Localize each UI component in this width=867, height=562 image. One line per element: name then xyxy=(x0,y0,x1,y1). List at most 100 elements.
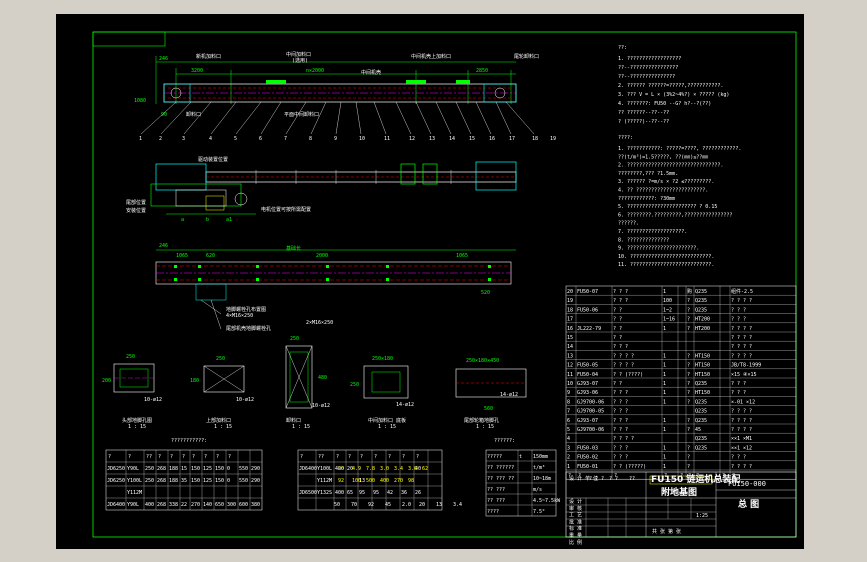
table-a-cell: 338 xyxy=(169,502,178,508)
table-a-cell: 150 xyxy=(215,466,224,472)
table-a-cell: JD6250 xyxy=(107,466,125,472)
bom-cell: ? xyxy=(687,464,690,470)
sec3-dim-side: 480 xyxy=(318,375,327,381)
bom-cell: 19 xyxy=(567,298,573,304)
table-c-cell: 10~18m xyxy=(533,476,551,482)
table-b-extra: 400 xyxy=(380,478,389,484)
table-a-cell: 250 xyxy=(145,478,154,484)
drawing-sheet: 246 3200 n×2000 2850 1080 90 新机加料口 中间加料口… xyxy=(56,14,804,549)
table-b-extra: 3.0 xyxy=(380,466,389,472)
table-a-cell: 0 xyxy=(227,466,230,472)
table-a-header: ? xyxy=(192,454,195,460)
note-line: 4. ?? ???????????????????????. xyxy=(618,188,708,194)
bom-cell: Q235 xyxy=(695,445,707,451)
bom-cell: GJ93-07 xyxy=(577,381,598,387)
bom-cell: 1 xyxy=(663,381,666,387)
table-c-cell: ?? ??? xyxy=(487,498,505,504)
table-b-extra: 3.6 xyxy=(408,466,417,472)
bom-cell: ? ? ? xyxy=(731,381,746,387)
table-c-cell: 7.5° xyxy=(533,509,545,515)
table-a-cell: 290 xyxy=(251,466,260,472)
bom-cell: GJ9700-06 xyxy=(577,427,604,433)
bom-cell: Q235 xyxy=(695,381,707,387)
bom-cell: ? ? ? xyxy=(613,418,628,424)
title-block-small: ? ? ? xyxy=(589,476,604,482)
sec3-scale: 1 : 15 xyxy=(292,424,310,430)
table-a-cell: 550 xyxy=(239,466,248,472)
bom-cell: 17 xyxy=(567,317,573,323)
table-c-cell: 150mm xyxy=(533,454,548,460)
table-a-cell: 650 xyxy=(215,502,224,508)
table-b-header: ?? xyxy=(318,454,324,460)
bom-cell: 购 xyxy=(687,288,692,295)
bom-cell: 1 xyxy=(663,418,666,424)
table-b-extra: 92 xyxy=(368,502,374,508)
sec1-dim-side: 200 xyxy=(102,378,111,384)
table-b-header: ? xyxy=(300,454,303,460)
bom-cell: 4 xyxy=(567,436,570,442)
table-b-cell: 20 xyxy=(347,466,353,472)
table-a-header: ? xyxy=(158,454,161,460)
bom-cell: ? ? xyxy=(613,381,622,387)
note-line: 5. ??????????????????????? ? 0.15 xyxy=(618,204,717,210)
note-line: 3. ??? V = L × (3%2~4%?) × ????? (kg) xyxy=(618,92,729,98)
bom-cell: ? xyxy=(687,399,690,405)
table-a-cell: 150 xyxy=(215,478,224,484)
table-c-cell: m/s xyxy=(533,487,542,493)
bom-cell: 1 xyxy=(663,289,666,295)
part-number: 19 xyxy=(550,136,556,142)
part-number: 14 xyxy=(449,136,455,142)
drawing-title-bottom: 附地基图 xyxy=(661,486,697,498)
title-block-label: 批 准 xyxy=(569,518,582,525)
label-side: 尾轮卸料口 xyxy=(514,53,539,60)
bom-cell: ? ? ? xyxy=(613,409,628,415)
notes2-heading: ????: xyxy=(618,135,633,141)
note-line: ??--??????????????? xyxy=(618,74,675,80)
table-c-cell: 4.5~7.5kW xyxy=(533,498,561,504)
bom-cell: ? ? ? xyxy=(613,427,628,433)
bom-cell: 2 xyxy=(567,455,570,461)
bom-cell: Q235 xyxy=(695,409,707,415)
table-b-header: ? xyxy=(402,454,405,460)
table-c-cell: ?? ??? ?? xyxy=(487,476,514,482)
bom-cell: ? ? (?????) xyxy=(613,464,646,470)
table-a-cell: Y100L xyxy=(127,478,142,484)
bom-cell: 12 xyxy=(567,363,573,369)
bom-cell: 3 xyxy=(567,445,570,451)
part-number: 1 xyxy=(139,136,142,142)
bom-cell: 组件-2.5 xyxy=(731,288,753,295)
table-b-cell: JD6500 xyxy=(299,490,317,496)
table-a-cell: 150 xyxy=(191,478,200,484)
sec1-dim-top: 250 xyxy=(126,354,135,360)
note-line: ????????,??? ?1.5mm. xyxy=(618,171,678,177)
bom-cell: ? xyxy=(687,427,690,433)
table-a-cell: JD6400 xyxy=(107,502,125,508)
sec4-scale: 1 : 15 xyxy=(378,424,396,430)
note-line: 7. ???????????????????. xyxy=(618,229,687,235)
bom-cell: 15 xyxy=(567,335,573,341)
bom-cell: 1 xyxy=(663,399,666,405)
sec1-note: 10-ø12 xyxy=(144,397,162,403)
foundation-view: 246 1065 620 基础长 2000 1065 520 地脚螺栓孔布置图 … xyxy=(155,243,516,332)
bom-cell: ? xyxy=(687,317,690,323)
notes1-heading: ??: xyxy=(618,45,627,51)
section-5: 250×180×450 560 14-ø12 尾部轮箱地脚孔 1 : 15 xyxy=(455,358,527,430)
bom-cell: ? ? ? xyxy=(613,455,628,461)
table-a-cell: Y90L xyxy=(127,466,139,472)
bom-cell: ? ? ? ? xyxy=(731,353,752,359)
fdim-5: 2000 xyxy=(316,253,328,259)
table-a-cell: Y112M xyxy=(127,490,142,496)
table-b-cell: 36 xyxy=(401,490,407,496)
bom-cell: 8 xyxy=(567,399,570,405)
part-number: 7 xyxy=(284,136,287,142)
part-number: 8 xyxy=(309,136,312,142)
note-line: ??(t/m³)=1.5?????, ??(mm)≤??mm xyxy=(618,154,708,160)
stamp-box xyxy=(92,31,166,47)
dim-mid: n×2000 xyxy=(306,68,324,74)
bom-cell: 10 xyxy=(567,381,573,387)
table-b-cell: 65 xyxy=(347,490,353,496)
label-mid-inlet: 中间加料口 xyxy=(286,51,311,58)
table-b-extra: 7.8 xyxy=(366,466,375,472)
sec2-note: 10-ø12 xyxy=(236,397,254,403)
